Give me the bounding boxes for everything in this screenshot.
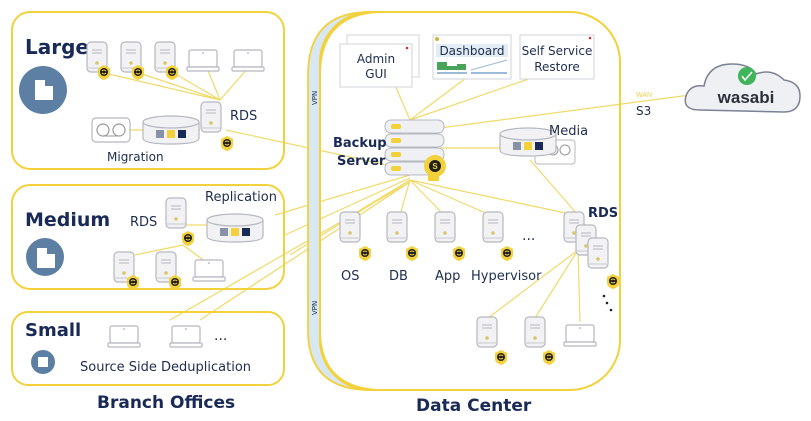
data-center-box bbox=[319, 11, 621, 391]
dedup-label: Source Side Deduplication bbox=[80, 360, 251, 375]
disk-array-icon bbox=[206, 213, 264, 243]
backup-server-label-2: Server bbox=[337, 154, 386, 169]
large-office-box bbox=[11, 11, 285, 170]
rds-server-icon bbox=[200, 101, 234, 152]
datacenter-rds-label: RDS bbox=[588, 206, 618, 221]
laptop-icon bbox=[192, 259, 226, 282]
large-label: Large bbox=[25, 35, 89, 59]
backup-server-icon: S bbox=[384, 119, 446, 181]
large-building-icon bbox=[19, 66, 67, 114]
rds-server-stack-icon bbox=[563, 211, 620, 312]
s3-label: S3 bbox=[636, 104, 651, 118]
wasabi-brand: wasabi bbox=[717, 88, 775, 107]
self-service-restore-window[interactable]: Self Service Restore bbox=[519, 34, 595, 80]
server-icon bbox=[154, 41, 179, 81]
disk-array-icon bbox=[142, 115, 200, 145]
small-label: Small bbox=[25, 320, 81, 341]
server-label-db: DB bbox=[389, 269, 408, 284]
server-icon bbox=[113, 251, 140, 291]
branch-offices-title: Branch Offices bbox=[97, 393, 235, 413]
admin-gui-window[interactable]: Admin GUI bbox=[339, 34, 420, 88]
small-building-icon bbox=[31, 350, 55, 374]
server-icon bbox=[476, 316, 508, 366]
medium-label: Medium bbox=[25, 209, 110, 231]
medium-building-icon bbox=[26, 238, 64, 276]
wasabi-logo-icon bbox=[738, 67, 756, 85]
media-storage-icon bbox=[499, 127, 576, 165]
server-label-hypervisor: Hypervisor bbox=[471, 269, 542, 284]
wasabi-cloud[interactable]: wasabi bbox=[684, 63, 801, 113]
large-rds-label: RDS bbox=[230, 109, 257, 124]
medium-office-box bbox=[11, 184, 285, 290]
laptop-icon bbox=[231, 49, 265, 72]
wan-label: WAN bbox=[636, 92, 652, 99]
laptop-icon bbox=[186, 49, 220, 72]
server-icon bbox=[120, 41, 145, 81]
replication-label: Replication bbox=[205, 190, 277, 205]
datacenter-ellipsis: ... bbox=[522, 228, 535, 244]
admin-gui-label-2: GUI bbox=[365, 67, 387, 81]
db-server-icon bbox=[386, 211, 419, 262]
tape-icon bbox=[91, 117, 131, 143]
dashboard-label: Dashboard bbox=[439, 44, 504, 58]
laptop-icon bbox=[107, 325, 141, 348]
svg-text:S: S bbox=[432, 162, 438, 171]
admin-gui-label-1: Admin bbox=[357, 52, 395, 66]
data-center-title: Data Center bbox=[416, 396, 532, 416]
migration-label: Migration bbox=[107, 150, 164, 164]
dashboard-window[interactable]: Dashboard bbox=[432, 34, 512, 80]
server-label-os: OS bbox=[341, 269, 359, 284]
media-label: Media bbox=[549, 124, 588, 139]
vpn-label-bottom: VPN bbox=[311, 301, 319, 315]
server-label-app: App bbox=[435, 269, 460, 284]
app-server-icon bbox=[434, 211, 466, 262]
server-icon bbox=[155, 251, 182, 291]
server-icon bbox=[86, 41, 111, 81]
hypervisor-server-icon bbox=[482, 211, 514, 262]
rds-server-icon bbox=[165, 197, 195, 247]
self-service-label-1: Self Service bbox=[522, 44, 593, 58]
medium-rds-label: RDS bbox=[130, 215, 157, 230]
laptop-icon bbox=[563, 324, 597, 347]
small-ellipsis: ... bbox=[214, 328, 227, 344]
os-server-icon bbox=[339, 211, 372, 262]
backup-server-label-1: Backup bbox=[333, 136, 387, 151]
small-office-box bbox=[11, 311, 285, 386]
self-service-label-2: Restore bbox=[534, 60, 580, 74]
server-icon bbox=[524, 316, 556, 366]
vpn-label-top: VPN bbox=[311, 91, 319, 105]
laptop-icon bbox=[169, 325, 203, 348]
